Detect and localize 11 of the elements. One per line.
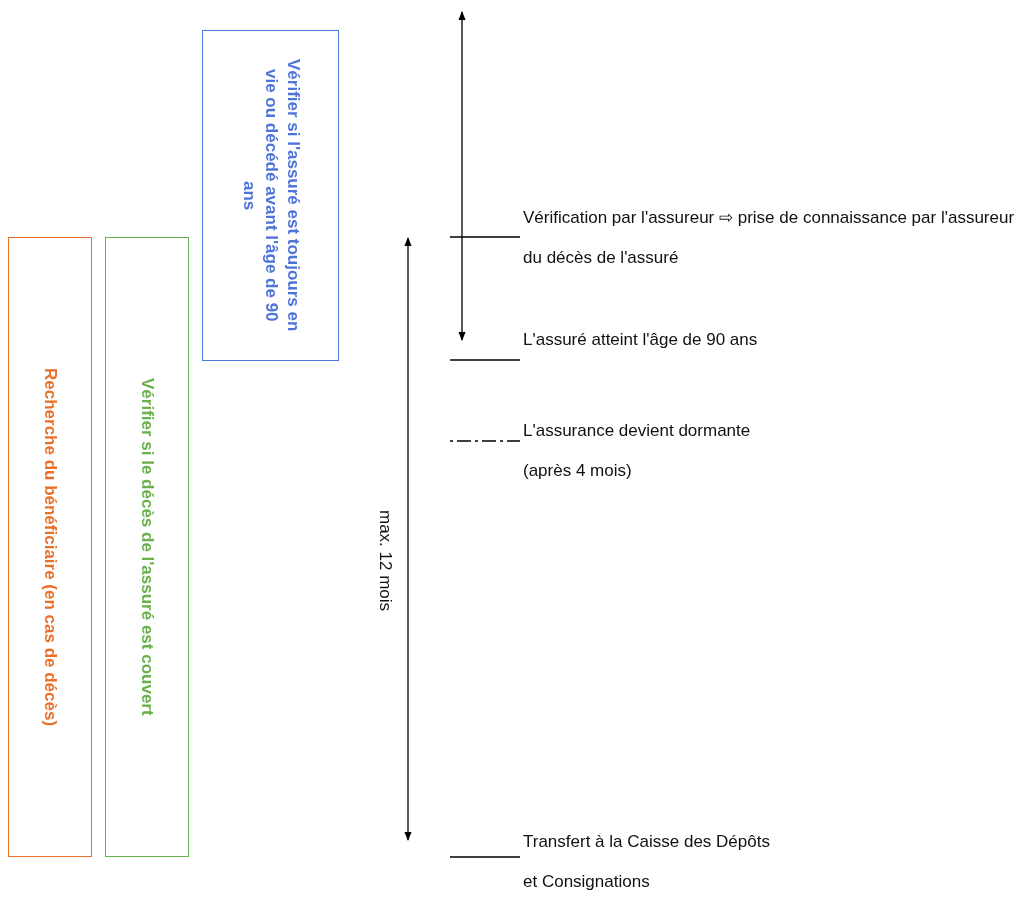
box-text: Vérifier si l'assuré est toujours en vie ou décédé avant l'âge de 90 ans — [238, 58, 304, 334]
box-text: Recherche du bénéficiaire (en cas de décès) — [40, 367, 61, 727]
text-box — [105, 237, 189, 857]
text-box — [8, 237, 92, 857]
event-label: Transfert à la Caisse des Dépôts et Consignations — [523, 831, 771, 893]
text-box — [202, 30, 339, 361]
event-label: L'assurance devient dormante (après 4 mois) — [523, 420, 752, 482]
event-label: L'assuré atteint l'âge de 90 ans — [523, 329, 759, 351]
duration-label: max. 12 mois — [375, 510, 395, 612]
box-text: Vérifier si le décès de l'assuré est couvert — [137, 378, 158, 716]
event-label: Vérification par l'assureur ⇨ prise de connaissance par l'assureur du décès de l'assuré — [523, 207, 1016, 269]
